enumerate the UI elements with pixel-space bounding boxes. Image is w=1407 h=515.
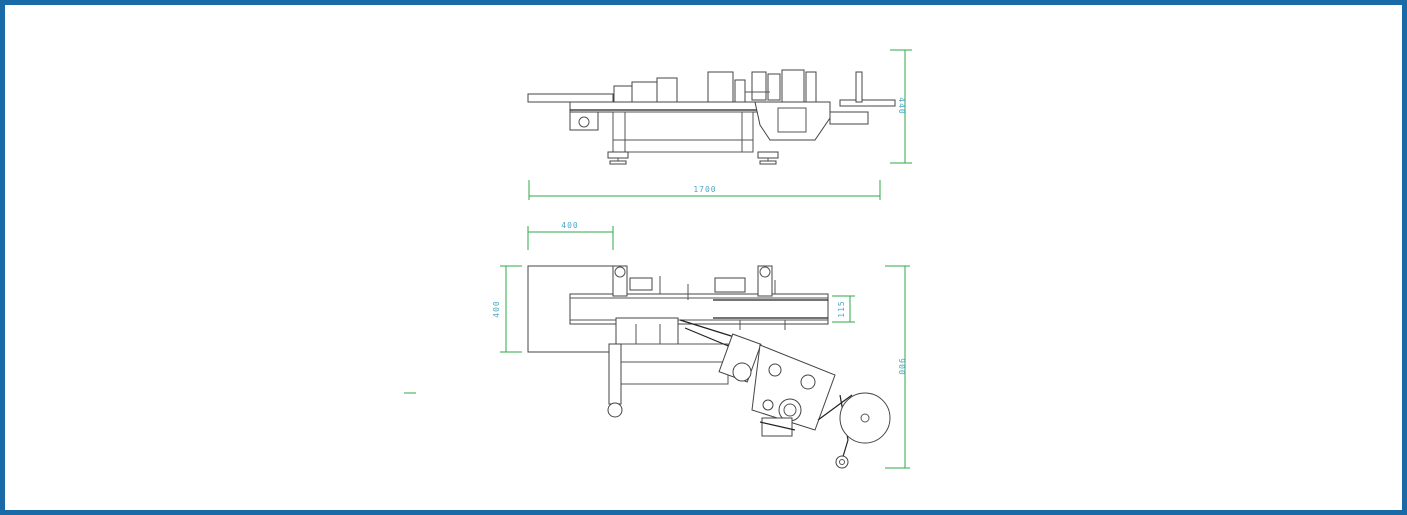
top-view (527, 265, 891, 469)
side-length-label: 1700 (693, 185, 716, 194)
conveyor-width-label: 115 (837, 300, 846, 317)
top-frame (615, 343, 729, 385)
side-frame (612, 111, 754, 153)
top-width-label: 400 (561, 221, 578, 230)
side-foot-left (607, 151, 629, 159)
side-label-head (754, 101, 831, 141)
side-label-reel (839, 99, 896, 107)
top-left-dimension: 400 (492, 265, 522, 353)
top-label-reel (839, 392, 891, 444)
side-infeed-plate (527, 93, 614, 103)
side-height-label: 440 (897, 97, 906, 114)
top-depth-label: 900 (897, 358, 906, 375)
top-control-box (615, 317, 679, 345)
top-depth-dimension: 900 (885, 265, 910, 469)
side-foot-right (757, 151, 779, 159)
side-height-dimension: 440 (890, 49, 912, 164)
top-left-label: 400 (492, 300, 501, 317)
side-view (527, 69, 896, 165)
top-conveyor (569, 293, 829, 325)
top-width-dimension: 400 (527, 221, 614, 250)
side-length-dimension: 1700 (528, 180, 881, 200)
conveyor-width-dimension: 115 (832, 295, 855, 323)
